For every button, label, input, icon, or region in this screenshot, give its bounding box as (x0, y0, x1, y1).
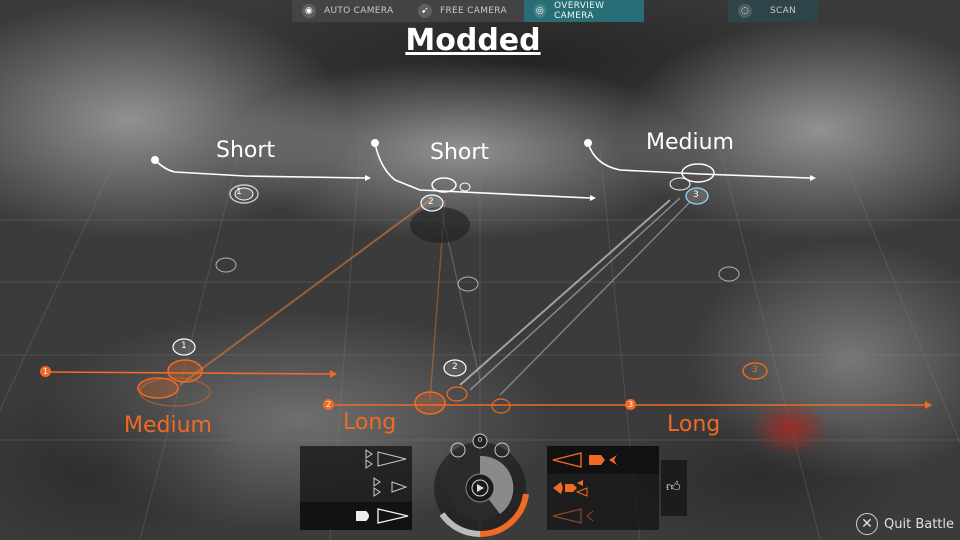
player-range-label-3: Long (667, 412, 721, 437)
ship-formation-icon (365, 449, 407, 469)
enemy-range-label-1: Short (216, 138, 276, 163)
compass-icon: ➹ (418, 4, 432, 18)
enemy-squad-marker-1[interactable] (229, 184, 259, 204)
player-range-lines (44, 371, 925, 406)
scan-bar: ◌ SCAN (728, 0, 818, 22)
auto-camera-button[interactable]: ◉ AUTO CAMERA (292, 0, 408, 22)
camera-bar: ◉ AUTO CAMERA ➹ FREE CAMERA ◎ OVERVIEW C… (292, 0, 644, 22)
ship-weapon-icon (553, 480, 588, 497)
player-squad-marker-1[interactable] (137, 338, 211, 407)
enemy-range-label-2: Short (430, 140, 490, 165)
auto-camera-label: AUTO CAMERA (324, 6, 394, 16)
tactics-wheel[interactable] (428, 432, 532, 540)
scan-icon: ◌ (738, 4, 752, 18)
scan-label: SCAN (770, 6, 797, 16)
weapon-row-1[interactable] (547, 446, 659, 474)
quit-battle-button[interactable]: ✕ Quit Battle (856, 511, 954, 537)
thumbs-up-icon[interactable]: 👍︎ (666, 479, 681, 495)
weapon-beams (179, 197, 691, 401)
formation-row-2[interactable] (300, 474, 412, 500)
center-counter: 0 (477, 436, 483, 444)
player-range-label-2: Long (343, 410, 397, 435)
player-squad-number-3: 3 (752, 365, 758, 375)
eye-icon: ◎ (534, 4, 547, 18)
enemy-range-label-3: Medium (646, 130, 734, 155)
weapons-panel (547, 446, 659, 530)
player-squad-number-2: 2 (452, 362, 458, 372)
scan-pings (215, 257, 740, 292)
overview-camera-button[interactable]: ◎ OVERVIEW CAMERA (524, 0, 644, 22)
page-title: Modded (405, 23, 541, 58)
enemy-squad-marker-2[interactable] (420, 177, 471, 212)
camera-icon: ◉ (302, 4, 316, 18)
explosion-debris (750, 400, 830, 456)
approve-panel: 👍︎ (661, 460, 687, 516)
player-line-badge-2: 2 (323, 399, 334, 410)
close-icon: ✕ (856, 513, 878, 535)
player-line-arrows (330, 370, 932, 409)
weapon-row-2[interactable] (547, 475, 659, 501)
player-line-badge-3: 3 (625, 399, 636, 410)
ship-formation-icon (356, 508, 409, 524)
enemy-path-arrows (151, 139, 816, 201)
quit-battle-label: Quit Battle (884, 516, 955, 532)
formation-panel-left (300, 446, 412, 530)
player-squad-marker-2[interactable] (414, 359, 511, 415)
ship-formation-icon (373, 477, 408, 497)
enemy-squad-number-3: 3 (693, 190, 699, 200)
player-line-badge-1: 1 (40, 366, 51, 377)
player-range-label-1: Medium (124, 413, 212, 438)
scan-button[interactable]: ◌ SCAN (728, 0, 818, 22)
enemy-squad-number-1: 1 (236, 187, 242, 197)
player-squad-number-1: 1 (181, 341, 187, 351)
player-squad-marker-3[interactable] (742, 362, 768, 380)
weapon-row-3[interactable] (547, 502, 659, 530)
enemy-squad-number-2: 2 (428, 197, 434, 207)
free-camera-label: FREE CAMERA (440, 6, 507, 16)
free-camera-button[interactable]: ➹ FREE CAMERA (408, 0, 524, 22)
ship-weapon-icon (552, 508, 594, 524)
ship-weapon-icon (552, 452, 617, 468)
formation-row-3[interactable] (300, 502, 412, 530)
enemy-squad-marker-3[interactable] (669, 163, 715, 205)
overview-camera-label: OVERVIEW CAMERA (554, 1, 605, 21)
formation-row-1[interactable] (300, 446, 412, 472)
